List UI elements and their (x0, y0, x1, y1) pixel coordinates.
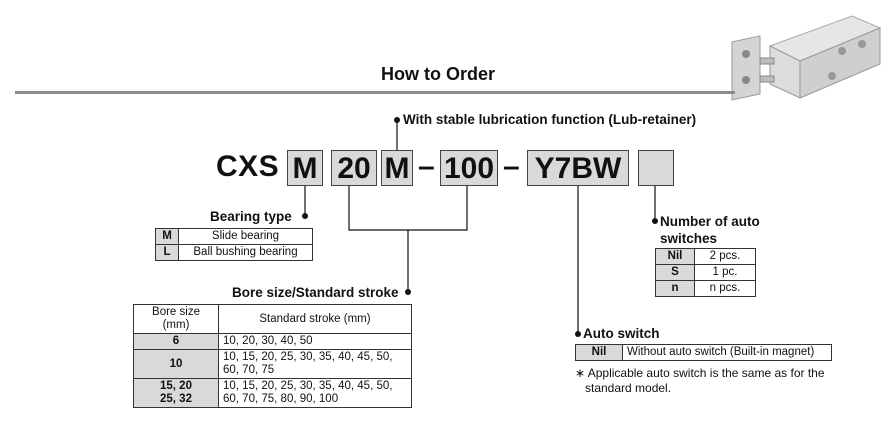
stroke-cell: 10, 20, 30, 40, 50 (218, 333, 412, 350)
auto-switch-label: Auto switch (583, 326, 660, 341)
code-box-bearing: M (287, 150, 323, 186)
switch-count-table: Nil 2 pcs. S 1 pc. n n pcs. (655, 248, 756, 297)
switch-count-code: S (655, 264, 695, 281)
code-box-bore: 20 (331, 150, 377, 186)
table-row: n n pcs. (655, 280, 756, 297)
stroke-line: 10, 15, 20, 25, 30, 35, 40, 45, 50, (223, 351, 393, 363)
code-box-lube: M (381, 150, 413, 186)
stroke-line: 60, 70, 75 (223, 364, 275, 376)
auto-switch-dot (575, 331, 581, 337)
table-row: 6 10, 20, 30, 40, 50 (133, 333, 412, 350)
switch-count-desc: n pcs. (694, 280, 756, 297)
table-row: 10 10, 15, 20, 25, 30, 35, 40, 45, 50, 6… (133, 349, 412, 379)
switch-count-label-line: switches (660, 231, 718, 246)
bore-line: 15, 20 (160, 380, 192, 392)
model-prefix: CXS (216, 150, 280, 183)
table-row: Nil Without auto switch (Built-in magnet… (575, 344, 832, 361)
table-row: 15, 20 25, 32 10, 15, 20, 25, 30, 35, 40… (133, 378, 412, 408)
stroke-cell: 10, 15, 20, 25, 30, 35, 40, 45, 50, 60, … (218, 378, 412, 408)
switch-count-dot (652, 218, 658, 224)
bearing-desc: Ball bushing bearing (178, 244, 313, 261)
bearing-code: L (155, 244, 179, 261)
product-image (731, 15, 882, 101)
auto-switch-code: Nil (575, 344, 623, 361)
bore-header: Bore size (mm) (133, 304, 219, 334)
note-line: ∗ Applicable auto switch is the same as … (575, 366, 825, 380)
code-box-stroke: 100 (440, 150, 498, 186)
stroke-cell: 10, 15, 20, 25, 30, 35, 40, 45, 50, 60, … (218, 349, 412, 379)
switch-count-desc: 1 pc. (694, 264, 756, 281)
stroke-header: Standard stroke (mm) (218, 304, 412, 334)
bearing-type-label: Bearing type (210, 209, 292, 224)
bore-cell: 6 (133, 333, 219, 350)
table-row: M Slide bearing (155, 228, 313, 245)
auto-switch-note: ∗ Applicable auto switch is the same as … (575, 366, 825, 396)
bearing-type-table: M Slide bearing L Ball bushing bearing (155, 228, 313, 261)
code-box-auto-switch: Y7BW (527, 150, 629, 186)
stroke-line: 60, 70, 75, 80, 90, 100 (223, 393, 339, 405)
note-line: standard model. (585, 381, 672, 395)
code-dash-1: – (418, 150, 435, 183)
lubrication-dot (394, 117, 400, 123)
bore-cell: 10 (133, 349, 219, 379)
title-rule (15, 91, 735, 94)
bearing-desc: Slide bearing (178, 228, 313, 245)
code-dash-2: – (503, 150, 520, 183)
table-row: Bore size (mm) Standard stroke (mm) (133, 304, 412, 334)
page-title: How to Order (381, 64, 496, 84)
table-row: S 1 pc. (655, 264, 756, 281)
table-row: Nil 2 pcs. (655, 248, 756, 265)
bore-stroke-table: Bore size (mm) Standard stroke (mm) 6 10… (133, 304, 412, 408)
lubrication-label: With stable lubrication function (Lub-re… (403, 112, 697, 127)
switch-count-code: Nil (655, 248, 695, 265)
bearing-type-dot (302, 213, 308, 219)
auto-switch-desc: Without auto switch (Built-in magnet) (622, 344, 832, 361)
bore-stroke-label: Bore size/Standard stroke (232, 285, 399, 300)
auto-switch-table: Nil Without auto switch (Built-in magnet… (575, 344, 832, 361)
switch-count-label-line: Number of auto (660, 214, 760, 229)
switch-count-desc: 2 pcs. (694, 248, 756, 265)
bore-line: 25, 32 (160, 393, 192, 405)
table-row: L Ball bushing bearing (155, 244, 313, 261)
bearing-code: M (155, 228, 179, 245)
stroke-line: 10, 15, 20, 25, 30, 35, 40, 45, 50, (223, 380, 393, 392)
switch-count-label: Number of auto switches (660, 213, 760, 247)
bore-stroke-dot (405, 289, 411, 295)
switch-count-code: n (655, 280, 695, 297)
bore-cell: 15, 20 25, 32 (133, 378, 219, 408)
code-box-switch-count (638, 150, 674, 186)
